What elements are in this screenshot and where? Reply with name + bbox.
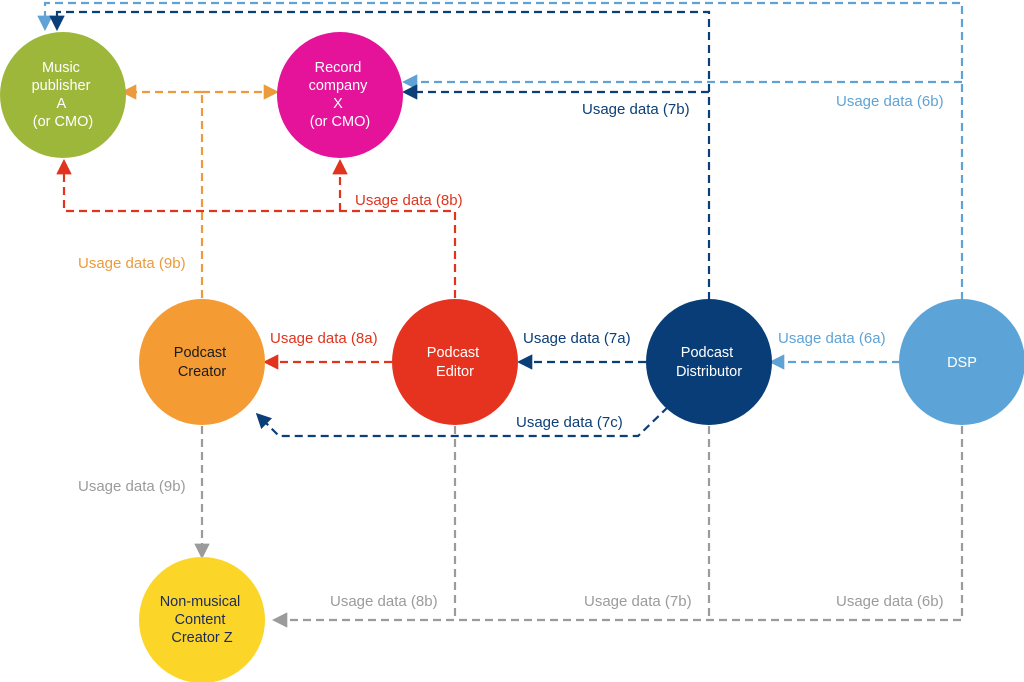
svg-text:Podcast Editor: Podcast Editor [427, 345, 483, 380]
svg-text:DSP: DSP [947, 355, 977, 371]
label-7a: Usage data (7a) [523, 330, 631, 347]
dsp-line-1: DSP [947, 355, 977, 371]
label-7b-bottom: Usage data (7b) [584, 593, 692, 610]
podcast-distributor-line-2: Distributor [676, 364, 742, 380]
svg-text:Podcast Creator: Podcast Creator [174, 345, 230, 380]
node-dsp: DSP [899, 299, 1024, 425]
record-company-line-3: X [333, 96, 343, 112]
edge-6b-to-publisher [37, 1, 964, 300]
podcast-creator-line-2: Creator [178, 364, 227, 380]
label-8a: Usage data (8a) [270, 330, 378, 347]
svg-text:Music publisher A: Music publisher A (or CMO) [32, 60, 95, 130]
node-record-company: Record company X (or CMO) [277, 32, 403, 158]
dsp-circle [899, 299, 1024, 425]
record-company-circle [277, 32, 403, 158]
content-creator-line-1: Non-musical [160, 594, 241, 610]
music-publisher-line-4: (or CMO) [33, 114, 93, 130]
node-content-creator: Non-musical Content Creator Z [139, 557, 265, 682]
label-7b-top: Usage data (7b) [582, 101, 690, 118]
node-podcast-distributor: Podcast Distributor [646, 299, 772, 425]
content-creator-line-2: Content [175, 612, 226, 628]
podcast-editor-line-1: Podcast [427, 345, 479, 361]
label-7c: Usage data (7c) [516, 414, 623, 431]
svg-text:Record company X: Record company X (or CMO) [309, 60, 372, 130]
podcast-creator-circle [139, 299, 265, 425]
content-creator-line-3: Creator Z [171, 630, 232, 646]
podcast-editor-line-2: Editor [436, 364, 474, 380]
podcast-distributor-line-1: Podcast [681, 345, 733, 361]
music-publisher-circle [0, 32, 126, 158]
edge-6b-grey-to-content-creator [271, 426, 964, 628]
music-publisher-line-1: Music [42, 60, 80, 76]
label-6b-top: Usage data (6b) [836, 93, 944, 110]
edge-7b-to-publisher [49, 10, 711, 300]
label-9b-top: Usage data (9b) [78, 255, 186, 272]
record-company-line-1: Record [315, 60, 362, 76]
node-podcast-creator: Podcast Creator [139, 299, 265, 425]
record-company-line-2: company [309, 78, 369, 94]
podcast-distributor-circle [646, 299, 772, 425]
music-publisher-line-3: A [57, 96, 67, 112]
label-6a: Usage data (6a) [778, 330, 886, 347]
node-music-publisher: Music publisher A (or CMO) [0, 32, 126, 158]
label-8b-bottom: Usage data (8b) [330, 593, 438, 610]
edge-7c [255, 406, 669, 438]
record-company-line-4: (or CMO) [310, 114, 370, 130]
label-8b-top: Usage data (8b) [355, 192, 463, 209]
podcast-creator-line-1: Podcast [174, 345, 226, 361]
label-9b-bottom: Usage data (9b) [78, 478, 186, 495]
node-podcast-editor: Podcast Editor [392, 299, 518, 425]
podcast-editor-circle [392, 299, 518, 425]
label-6b-bottom: Usage data (6b) [836, 593, 944, 610]
svg-text:Non-musical Content: Non-musical Content Creator Z [160, 594, 245, 646]
svg-text:Podcast Distributor: Podcast Distributor [676, 345, 742, 380]
edge-8b-to-publisher [56, 158, 457, 298]
music-publisher-line-2: publisher [32, 78, 91, 94]
content-creator-circle [139, 557, 265, 682]
